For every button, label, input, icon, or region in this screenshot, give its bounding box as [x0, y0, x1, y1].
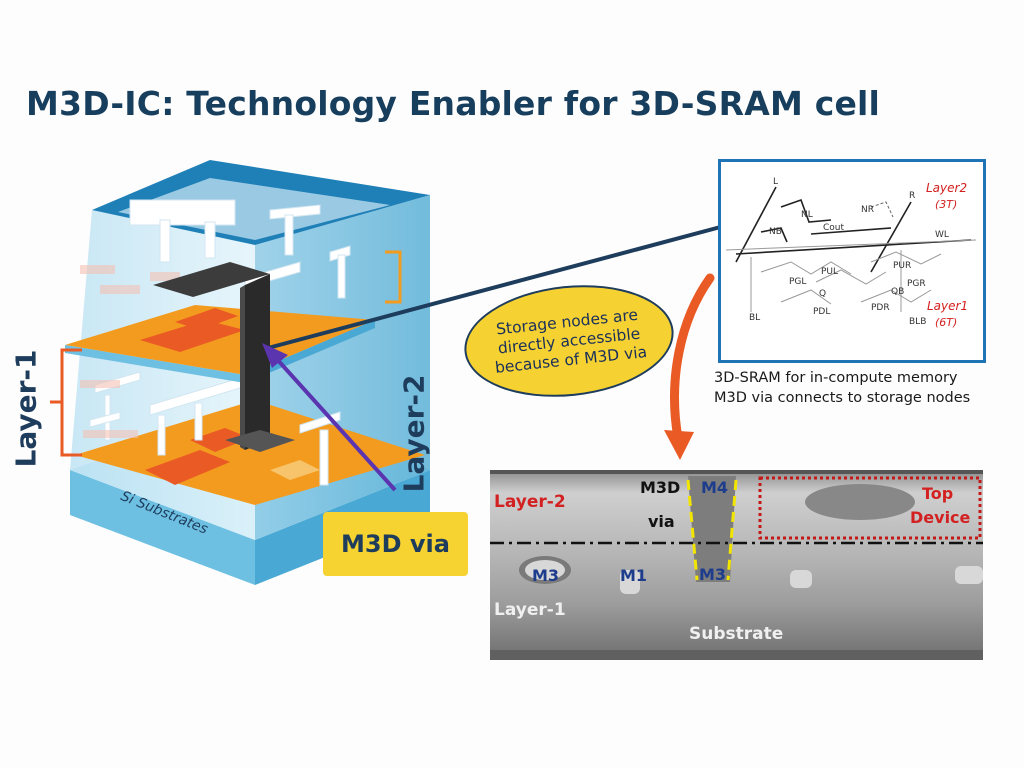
storage-nodes-callout: Storage nodes are directly accessible be… [458, 275, 680, 407]
schem-node-pgl: PGL [789, 277, 806, 287]
schem-layer2-label: Layer2 [926, 181, 967, 195]
schem-node-wl: WL [935, 230, 949, 240]
schematic-to-tem-arrow [670, 273, 715, 443]
tem-m4-label: M4 [701, 478, 729, 497]
tem-m3-via-label: M3 [699, 565, 727, 584]
caption-line2: M3D via connects to storage nodes [714, 390, 971, 406]
tem-m3-left-label: M3 [532, 566, 560, 585]
caption-line1: 3D-SRAM for in-compute memory [714, 370, 958, 386]
tem-layer2-label: Layer-2 [494, 492, 566, 512]
schem-node-bl: BL [749, 313, 760, 323]
page-title: M3D-IC: Technology Enabler for 3D-SRAM c… [26, 84, 881, 123]
cube-to-schematic-arrow [267, 222, 730, 350]
schematic-caption: 3D-SRAM for in-compute memory M3D via co… [714, 368, 970, 408]
via-pointer-arrowhead [262, 343, 288, 368]
schem-node-nl: NL [801, 210, 813, 220]
layer2-label: Layer-2 [397, 374, 431, 493]
layer1-metal-lines [89, 371, 341, 486]
layer2-orange-plane [65, 305, 375, 383]
m3d-via-structure [153, 262, 295, 452]
schem-node-cout: Cout [823, 223, 844, 233]
tem-cross-section: Layer-2 Layer-1 M3D via M4 M3 M1 M3 Top … [490, 470, 983, 660]
tem-m1-label: M1 [620, 566, 648, 585]
m3d-via-label: M3D via [323, 512, 468, 576]
tem-image [490, 470, 983, 660]
via-pointer-arrow [273, 355, 397, 492]
schem-layer1-label: Layer1 [927, 299, 968, 313]
layer2-faint-lines [80, 265, 180, 294]
schem-node-blb: BLB [909, 317, 926, 327]
schematic-to-tem-arrowhead [664, 430, 694, 460]
tem-layer1-label: Layer-1 [494, 600, 566, 620]
schem-node-pdr: PDR [871, 303, 890, 313]
schem-node-qb: QB [891, 287, 904, 297]
schem-node-r: R [909, 191, 915, 201]
schem-node-pgr: PGR [907, 279, 926, 289]
schem-layer1-count: (6T) [935, 316, 957, 329]
tem-substrate-label: Substrate [689, 624, 784, 644]
schem-node-pdl: PDL [813, 307, 830, 317]
schem-node-nb: NB [769, 227, 782, 237]
tem-top-device-label-1: Top [922, 484, 954, 503]
layer1-bracket [50, 348, 82, 457]
schem-node-pur: PUR [893, 261, 911, 271]
layer2-bracket [385, 250, 402, 304]
layer1-orange-plane [75, 400, 425, 505]
schem-layer2-count: (3T) [935, 198, 957, 211]
layer1-faint-lines [80, 380, 138, 438]
tem-top-device-label-2: Device [910, 508, 971, 527]
schem-node-nr: NR [861, 205, 874, 215]
tem-via-label: via [648, 512, 675, 531]
schem-node-l: L [773, 177, 778, 187]
schem-node-q: Q [819, 289, 826, 299]
tem-m3d-label: M3D [640, 478, 681, 497]
schem-node-pul: PUL [821, 267, 838, 277]
layer1-label: Layer-1 [9, 349, 43, 468]
